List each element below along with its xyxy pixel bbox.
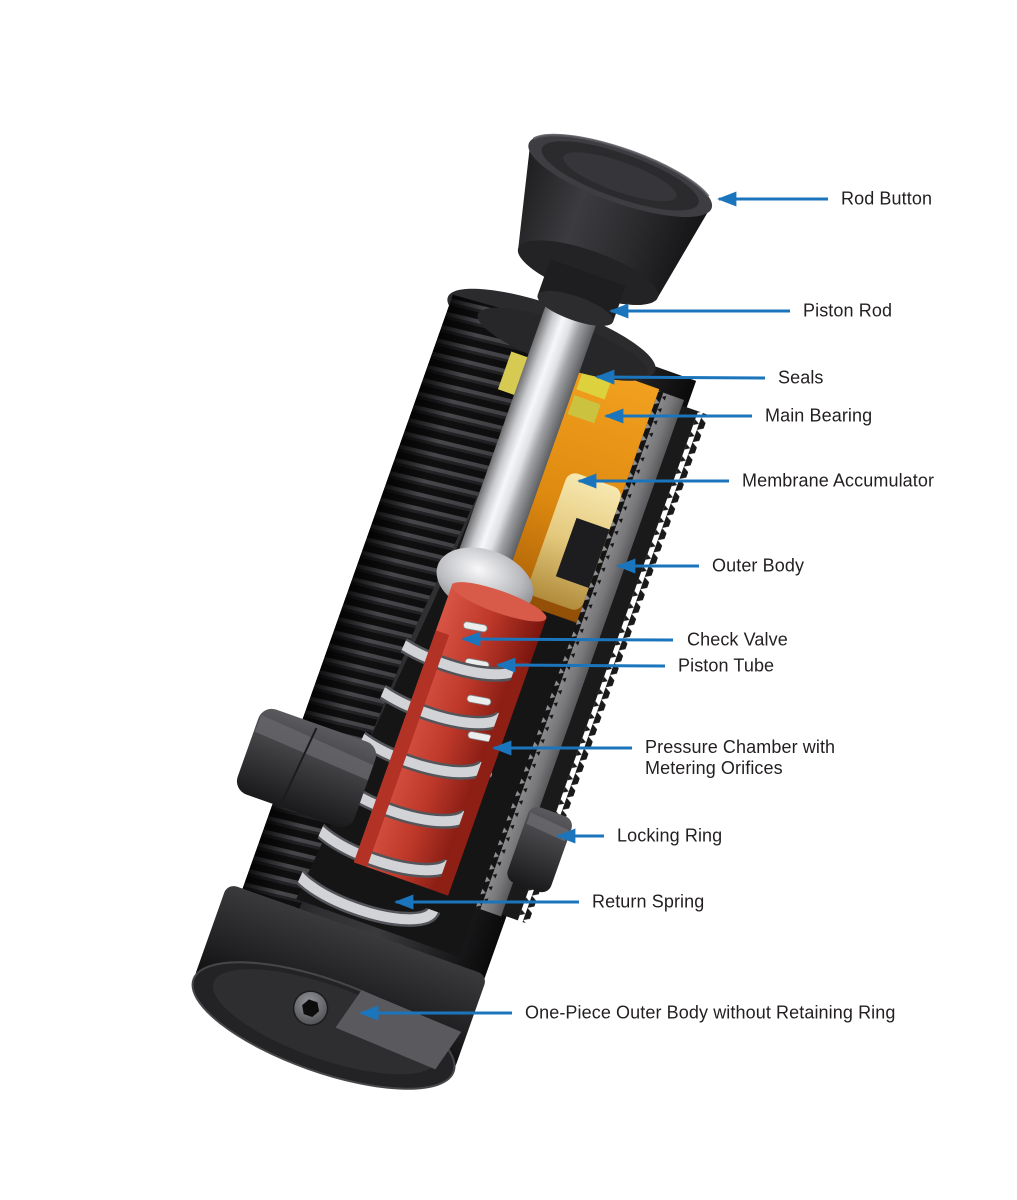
label-return-spring: Return Spring <box>592 891 705 912</box>
socket-screw <box>292 990 329 1026</box>
label-membrane-accumulator: Membrane Accumulator <box>742 470 935 491</box>
label-piston-tube: Piston Tube <box>678 655 775 676</box>
label-piston-rod: Piston Rod <box>803 300 893 321</box>
one-piece-outer-body-bottom <box>191 886 485 1090</box>
check-valve <box>451 582 547 622</box>
label-seals: Seals <box>778 367 824 388</box>
arrow-seals <box>594 369 766 385</box>
label-pressure-chamber: Pressure Chamber with Metering Orifices <box>645 737 836 778</box>
locking-ring <box>236 708 572 893</box>
label-outer-body: Outer Body <box>712 555 805 576</box>
arrow-check-valve <box>460 631 674 647</box>
pressure-chamber-walls <box>353 630 531 896</box>
label-locking-ring: Locking Ring <box>617 825 723 846</box>
label-one-piece-outer-body: One-Piece Outer Body without Retaining R… <box>525 1002 896 1023</box>
membrane-accumulator <box>528 473 621 610</box>
arrow-piston-tube <box>495 657 666 673</box>
label-rod-button: Rod Button <box>841 188 933 209</box>
rod-button <box>517 133 713 326</box>
label-check-valve: Check Valve <box>687 629 788 650</box>
label-main-bearing: Main Bearing <box>765 405 873 426</box>
